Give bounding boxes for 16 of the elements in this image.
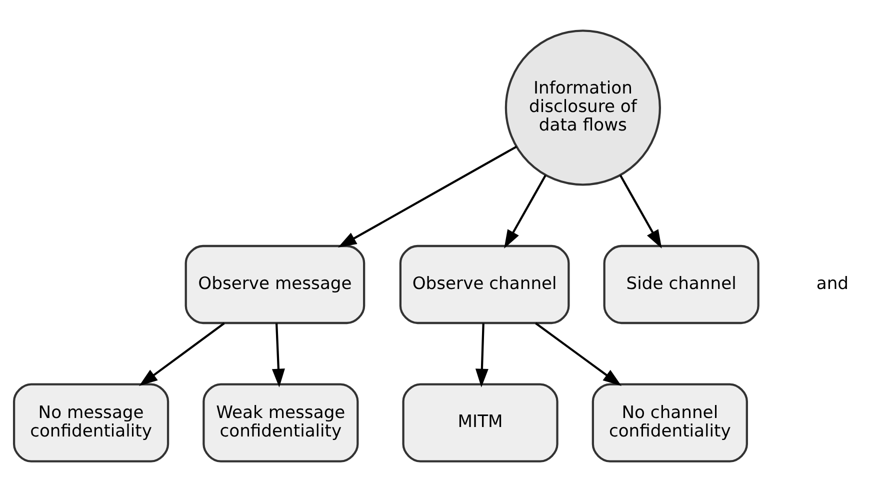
arrow [504, 174, 546, 248]
node-circle: Information disclosure of data flows [504, 29, 661, 186]
arrow [139, 322, 225, 386]
arrow [272, 322, 285, 387]
node-box: No message confidentiality [12, 382, 170, 462]
arrow [619, 174, 662, 248]
node-box: MITM [402, 382, 558, 462]
arrow [475, 322, 488, 387]
label: and [816, 273, 849, 294]
arrow [535, 322, 622, 386]
node-box: Weak message confidentiality [202, 382, 359, 462]
node-box: No channel confidentiality [592, 382, 748, 462]
node-box: Side channel [603, 244, 760, 324]
arrow [338, 145, 518, 247]
node-box: Observe message [184, 244, 366, 324]
node-box: Observe channel [399, 244, 570, 324]
